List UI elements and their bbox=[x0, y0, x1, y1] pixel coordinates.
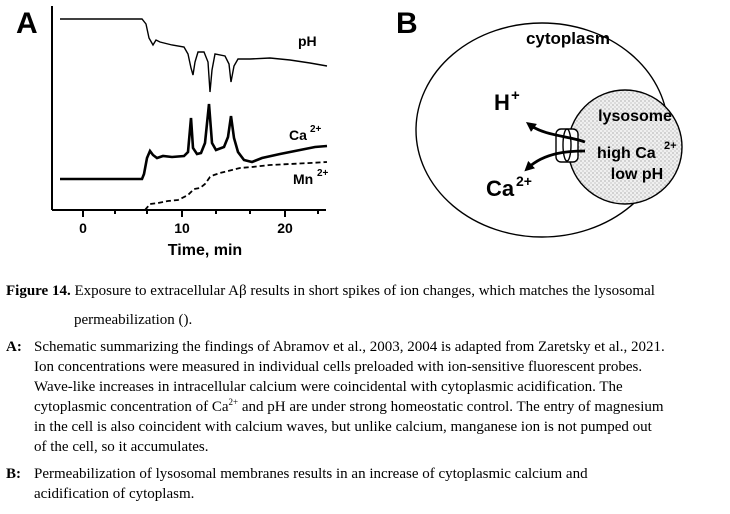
caption-title-part1: Exposure to extracellular A bbox=[74, 283, 239, 299]
low-ph-label: low pH bbox=[611, 166, 663, 183]
x-axis-title: Time, min bbox=[168, 242, 242, 259]
caption-title-line2: permeabilization (). bbox=[6, 310, 192, 330]
item-a-line: Schematic summarizing the findings of Ab… bbox=[34, 339, 665, 355]
item-a-line4-start: cytoplasmic concentration of Ca bbox=[34, 399, 229, 415]
calcium-efflux-arrow bbox=[524, 149, 586, 172]
item-b-line: acidification of cytoplasm. bbox=[34, 486, 195, 502]
calcium-ion-label: Ca 2+ bbox=[486, 173, 532, 201]
high-ca-superscript: 2+ bbox=[664, 140, 677, 152]
ph-trace-label: pH bbox=[298, 33, 317, 49]
ca-label-superscript: 2+ bbox=[310, 124, 322, 135]
panel-a-label: A bbox=[16, 7, 38, 40]
ph-trace bbox=[60, 18, 328, 93]
ca-trace bbox=[60, 103, 328, 181]
proton-superscript: + bbox=[511, 87, 520, 104]
mn-trace bbox=[144, 161, 328, 211]
cytoplasm-label: cytoplasm bbox=[526, 29, 610, 48]
x-tick-label-10: 10 bbox=[174, 220, 190, 236]
item-a-line: of the cell, so it accumulates. bbox=[34, 439, 209, 455]
caption-title-continued: permeabilization (). bbox=[74, 312, 193, 328]
caption-title-part2: results in short spikes of ion changes, … bbox=[250, 283, 655, 299]
proton-efflux-arrow bbox=[525, 122, 586, 144]
item-a-line4-end: and pH are under strong homeostatic cont… bbox=[238, 399, 664, 415]
figure-label: Figure 14. bbox=[6, 283, 71, 299]
item-b-label: B: bbox=[6, 466, 21, 482]
x-tick-label-0: 0 bbox=[79, 220, 87, 236]
item-a-line: cytoplasmic concentration of Ca2+ and pH… bbox=[34, 397, 722, 417]
membrane-channel bbox=[555, 128, 579, 163]
item-b-line: Permeabilization of lysosomal membranes … bbox=[34, 466, 588, 482]
panel-a-x-ticks bbox=[82, 210, 319, 217]
item-a-line: Wave-like increases in intracellular cal… bbox=[34, 379, 623, 395]
calcium-superscript: 2+ bbox=[516, 173, 532, 189]
item-b-text: Permeabilization of lysosomal membranes … bbox=[34, 464, 722, 504]
calcium-text: Ca bbox=[486, 176, 515, 201]
panel-a-axes bbox=[51, 6, 326, 211]
item-a-line: Ion concentrations were measured in indi… bbox=[34, 359, 643, 375]
lysosome-label: lysosome bbox=[598, 108, 672, 125]
proton-label: H + bbox=[494, 87, 520, 115]
ca-label-text: Ca bbox=[289, 127, 307, 143]
figure-14-panels: A 0 10 20 Time, min pH Ca 2+ Mn 2+ B bbox=[16, 6, 683, 259]
mn-label-text: Mn bbox=[293, 171, 313, 187]
item-a-line: in the cell is also coincident with calc… bbox=[34, 419, 652, 435]
x-tick-label-20: 20 bbox=[277, 220, 293, 236]
mn-label-superscript: 2+ bbox=[317, 168, 329, 179]
high-calcium-label: high Ca 2+ bbox=[597, 140, 677, 162]
item-a-text: Schematic summarizing the findings of Ab… bbox=[34, 337, 722, 457]
high-ca-text: high Ca bbox=[597, 145, 656, 162]
proton-text: H bbox=[494, 90, 510, 115]
item-a-line4-superscript: 2+ bbox=[228, 397, 239, 407]
item-a-label: A: bbox=[6, 339, 22, 355]
panel-b-label: B bbox=[396, 7, 418, 40]
mn-trace-label: Mn 2+ bbox=[293, 168, 329, 187]
ca-trace-label: Ca 2+ bbox=[289, 124, 322, 143]
caption-beta: β bbox=[239, 283, 247, 299]
caption-title-line: Figure 14. Exposure to extracellular Aβ … bbox=[6, 281, 722, 301]
